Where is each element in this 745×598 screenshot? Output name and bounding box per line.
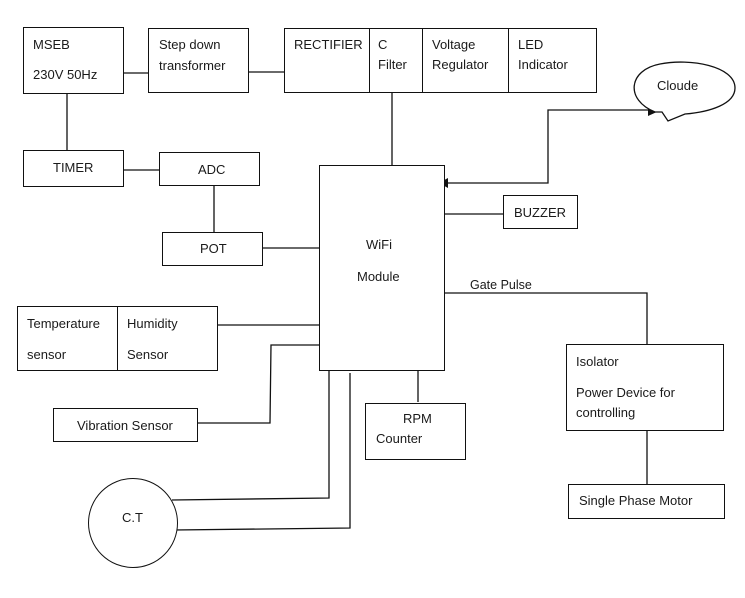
voltage-regulator-label-1: Voltage <box>432 37 476 52</box>
wire-vibration-wifi <box>197 344 319 424</box>
wifi-module-block: WiFi Module <box>319 165 445 371</box>
buzzer-block: BUZZER <box>503 195 578 229</box>
gate-pulse-label: Gate Pulse <box>470 278 532 292</box>
divider-filter-regulator <box>422 29 423 92</box>
step-down-label-2: transformer <box>159 58 226 73</box>
rpm-label-2: Counter <box>376 431 423 446</box>
step-down-label-1: Step down <box>159 37 221 52</box>
wire-wifi-isolator <box>444 292 648 345</box>
current-transformer-circle: C.T <box>88 478 178 568</box>
led-indicator-label-2: Indicator <box>518 57 568 72</box>
humidity-label-1: Humidity <box>127 316 178 331</box>
c-filter-label-1: C <box>378 37 388 52</box>
wire-ct-wifi-2 <box>173 373 351 531</box>
temperature-label-1: Temperature <box>27 316 100 331</box>
isolator-label-1: Isolator <box>576 354 619 369</box>
temperature-label-2: sensor <box>27 347 67 362</box>
mseb-block: MSEB 230V 50Hz <box>23 27 124 94</box>
c-filter-label-2: Filter <box>378 57 407 72</box>
power-supply-strip: RECTIFIER C Filter Voltage Regulator LED… <box>284 28 597 93</box>
wire-wifi-cloud <box>446 109 650 184</box>
buzzer-label: BUZZER <box>514 205 566 220</box>
isolator-label-2: Power Device for <box>576 385 675 400</box>
rpm-label-1: RPM <box>403 411 432 426</box>
divider-rectifier-filter <box>369 29 370 92</box>
voltage-regulator-label-2: Regulator <box>432 57 489 72</box>
led-indicator-label-1: LED <box>518 37 544 52</box>
isolator-block: Isolator Power Device for controlling <box>566 344 724 431</box>
mseb-label: MSEB <box>33 37 70 52</box>
single-phase-motor-block: Single Phase Motor <box>568 484 725 519</box>
divider-temperature-humidity <box>117 307 118 370</box>
vibration-label: Vibration Sensor <box>77 418 173 433</box>
wifi-label-2: Module <box>357 269 400 284</box>
adc-block: ADC <box>159 152 260 186</box>
pot-label: POT <box>200 241 227 256</box>
ct-label: C.T <box>122 510 143 525</box>
vibration-sensor-block: Vibration Sensor <box>53 408 198 442</box>
wire-ct-wifi-1 <box>171 370 330 501</box>
temperature-humidity-block: Temperature sensor Humidity Sensor <box>17 306 218 371</box>
wifi-label-1: WiFi <box>366 237 392 252</box>
adc-label: ADC <box>198 162 226 177</box>
rpm-counter-block: RPM Counter <box>365 403 466 460</box>
mseb-voltage-label: 230V 50Hz <box>33 67 98 82</box>
rectifier-label: RECTIFIER <box>294 37 363 52</box>
divider-regulator-led <box>508 29 509 92</box>
step-down-transformer-block: Step down transformer <box>148 28 249 93</box>
humidity-label-2: Sensor <box>127 347 169 362</box>
pot-block: POT <box>162 232 263 266</box>
motor-label: Single Phase Motor <box>579 493 693 508</box>
isolator-label-3: controlling <box>576 405 636 420</box>
cloud-label: Cloude <box>657 78 699 93</box>
timer-block: TIMER <box>23 150 124 187</box>
cloud-shape <box>633 61 736 122</box>
timer-label: TIMER <box>53 160 94 175</box>
